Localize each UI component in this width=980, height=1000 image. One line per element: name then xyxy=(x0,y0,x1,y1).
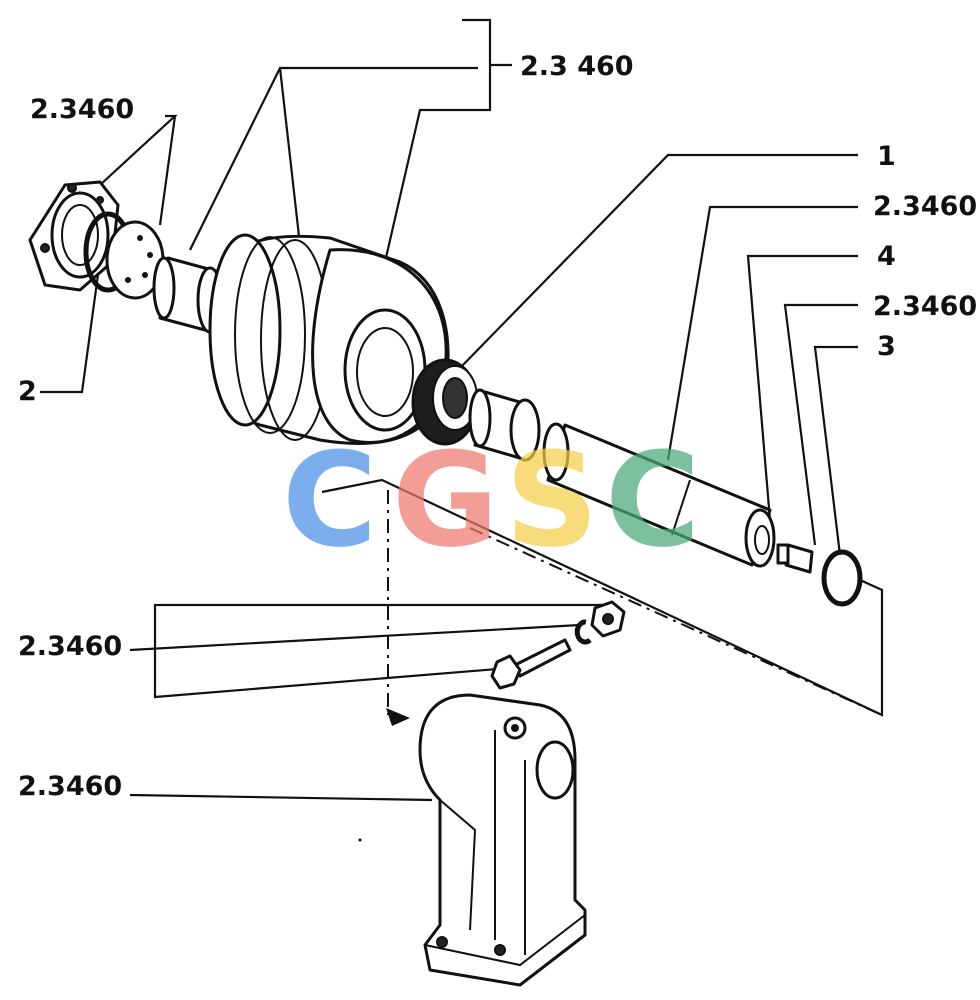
label-shaft-ref: 2.3460 xyxy=(873,191,977,222)
spacer-sleeve xyxy=(468,388,541,462)
label-plug-ref: 2.3460 xyxy=(873,291,977,322)
assembly-axis-lines xyxy=(321,478,884,842)
watermark-letter-1: C xyxy=(282,424,377,576)
label-cap-group: 2.3460 xyxy=(30,94,134,125)
watermark-letter-3: S xyxy=(505,424,599,576)
o-ring xyxy=(821,549,863,607)
leader-lines xyxy=(40,18,858,802)
label-callout-3: 3 xyxy=(877,331,896,362)
support-bracket xyxy=(418,693,587,987)
label-callout-4: 4 xyxy=(877,241,896,272)
cgsc-watermark: C G S C xyxy=(282,424,700,576)
roller-shaft xyxy=(542,422,776,568)
hex-bolt xyxy=(490,638,572,690)
drain-plug xyxy=(776,543,814,574)
callout-labels: 2.3 460 2.3460 1 2.3460 4 2.3460 3 2 2.3… xyxy=(18,51,977,802)
watermark-letter-2: G xyxy=(392,424,499,576)
label-bolt-group: 2.3460 xyxy=(18,631,122,662)
hex-nut xyxy=(590,600,626,638)
label-callout-1: 1 xyxy=(877,141,896,172)
label-bracket-ref: 2.3460 xyxy=(18,771,122,802)
watermark-letter-4: C xyxy=(605,424,700,576)
roller-body xyxy=(208,233,450,445)
roller-bearing xyxy=(411,358,479,446)
end-cap xyxy=(28,180,120,292)
label-top-group: 2.3 460 xyxy=(520,51,634,82)
lock-washer xyxy=(574,619,592,645)
arrow-head xyxy=(386,708,410,726)
label-callout-2: 2 xyxy=(18,376,37,407)
